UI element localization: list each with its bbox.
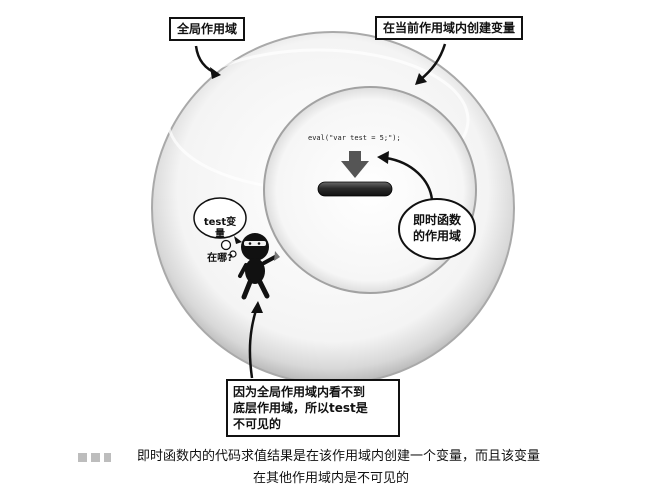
test-variable-bar (317, 181, 393, 197)
thought-dot-small (229, 250, 237, 258)
note-line-2: 底层作用域，所以test是 (233, 401, 368, 415)
down-arrow-icon (341, 151, 369, 178)
immediate-scope-label-line2: 的作用域 (412, 229, 461, 243)
global-scope-label: 全局作用域 (169, 17, 246, 41)
create-variable-label: 在当前作用域内创建变量 (375, 16, 524, 40)
caption-marker-block (104, 453, 111, 462)
thought-bubble-line2: 在哪? (207, 253, 233, 264)
thought-dot-large (220, 239, 232, 251)
caption-line-1: 即时函数内的代码求值结果是在该作用域内创建一个变量，而且该变量 (137, 449, 541, 464)
thought-bubble-text: test变量 在哪? (199, 205, 241, 277)
eval-code: eval("var test = 5;"); (308, 134, 401, 142)
thought-bubble (193, 197, 247, 239)
ninja-icon (234, 233, 280, 300)
thought-bubble-line1: test变量 (203, 217, 237, 240)
note-arrow (248, 309, 258, 379)
immediate-scope-callout (398, 198, 476, 260)
immediate-scope-label-line1: 即时函数 (412, 213, 461, 227)
immediate-callout-arrow (385, 156, 434, 201)
caption-line-2: 在其他作用域内是不可见的 (253, 471, 410, 486)
caption-marker-block (91, 453, 100, 462)
invisible-note-box: 因为全局作用域内看不到 底层作用域，所以test是 不可见的 (226, 379, 400, 437)
immediate-scope-label: 即时函数 的作用域 (404, 212, 470, 244)
note-line-3: 不可见的 (233, 417, 282, 431)
caption-marker-block (78, 453, 87, 462)
note-line-1: 因为全局作用域内看不到 (233, 385, 366, 399)
caption-marker (78, 453, 111, 462)
